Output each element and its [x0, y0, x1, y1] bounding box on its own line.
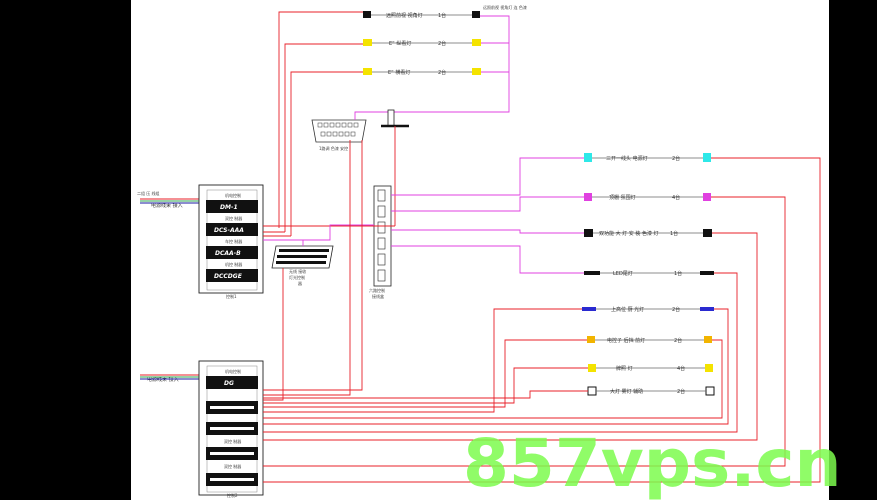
right-lamp-6: 电控子 后挡 前灯 2台	[587, 336, 712, 344]
top-lamp-row-1: 远照前视 视角灯 1台 远照前视 视角灯 连 色漆	[363, 4, 527, 19]
top-lamp-qty: 2台	[438, 69, 446, 76]
lamp-icon	[472, 68, 481, 75]
receiver-label: 无线 接收	[289, 268, 306, 274]
right-lamp-qty: 1台	[674, 270, 682, 277]
lamp-icon	[700, 271, 714, 275]
box1-small-label: 机控 制器	[225, 261, 242, 267]
lamp-icon	[703, 153, 711, 162]
top-lamp-row-2: E“ 纵看灯 2台	[363, 39, 481, 47]
right-lamp-qty: 2台	[677, 388, 685, 395]
top-right-note: 远照前视 视角灯 连 色漆	[483, 4, 527, 10]
right-lamp-label: 牌照 灯	[616, 365, 633, 372]
box1-slot: DCCDGE	[214, 273, 243, 280]
lamp-icon	[582, 307, 596, 311]
junction-strip: 六路控制 接线盒	[369, 185, 392, 299]
lamp-icon	[587, 336, 595, 343]
box2-small-label: 机电控制	[225, 368, 241, 374]
top-lamp-label: E“ 横看灯	[388, 69, 410, 76]
right-lamp-label: 双功能 大 灯 安 装 色漆 灯	[599, 230, 659, 237]
box1-small-label: 车控 制器	[225, 238, 242, 244]
right-lamp-label: 大灯 雾灯 辅助	[610, 388, 643, 395]
right-lamp-8: 大灯 雾灯 辅助 2台	[587, 386, 715, 396]
lamp-icon	[705, 386, 715, 396]
right-lamp-3: 双功能 大 灯 安 装 色漆 灯 1台	[584, 229, 712, 237]
top-lamp-qty: 1台	[438, 12, 446, 19]
strip-label: 六路控制	[369, 287, 385, 293]
top-lamp-qty: 2台	[438, 40, 446, 47]
box1-caption: 控制1	[226, 293, 237, 299]
box2-small-label: 双控 制器	[224, 438, 241, 444]
right-lamp-7: 牌照 灯 4台	[588, 364, 713, 372]
right-lamp-qty: 4台	[677, 365, 685, 372]
box1-slot: DM-1	[220, 204, 238, 211]
right-lamp-label: LED尾灯	[613, 270, 633, 277]
lamp-icon	[584, 153, 592, 162]
lamp-icon	[472, 39, 481, 46]
lamp-icon	[584, 193, 592, 201]
controller-box-2: 机电控制 DG 双控 制器 双控 制器 控制2	[198, 360, 264, 498]
lamp-icon	[704, 336, 712, 343]
lamp-icon	[703, 193, 711, 201]
lamp-icon	[363, 68, 372, 75]
right-lamp-label: 上高位 厨 光灯	[611, 306, 644, 313]
lamp-icon	[584, 271, 600, 275]
receiver-label: 灯光控制	[289, 274, 305, 280]
strip-label: 接线盒	[372, 293, 384, 299]
top-lamp-row-3: E“ 横看灯 2台	[363, 68, 481, 76]
relay-icon	[387, 109, 395, 127]
right-lamp-4: LED尾灯 1台	[584, 270, 714, 277]
top-lamp-label: E“ 纵看灯	[389, 40, 411, 47]
box2-caption: 控制2	[227, 492, 238, 498]
box1-slot: DCS-AAA	[214, 227, 244, 234]
left-input-1: 二组 压 线组 电源线束 接入	[137, 190, 207, 209]
box2-slot: DG	[224, 380, 234, 387]
right-lamp-label: 顶棚 氛围灯	[609, 194, 636, 201]
right-lamp-qty: 2台	[674, 337, 682, 344]
top-lamp-label: 远照前视 视角灯	[386, 12, 423, 19]
right-lamp-2: 顶棚 氛围灯 4台	[584, 193, 711, 201]
lamp-icon	[587, 386, 597, 396]
lamp-icon	[703, 229, 712, 237]
lamp-icon	[363, 11, 371, 18]
lamp-icon	[588, 364, 596, 372]
right-lamp-5: 上高位 厨 光灯 2台	[582, 306, 714, 313]
right-lamp-1: 三开一线头 电源灯 2台	[584, 153, 711, 162]
connector-label: 1路调 色漆 安控	[319, 145, 348, 151]
right-lamp-qty: 2台	[672, 306, 680, 313]
receiver-label: 器	[298, 281, 302, 286]
lamp-icon	[584, 229, 593, 237]
left-input-2: 电源线束 接入	[140, 374, 207, 383]
right-lamp-label: 三开一线头 电源灯	[606, 155, 648, 162]
box1-small-label: 双控 制器	[225, 215, 242, 221]
right-lamp-qty: 4台	[672, 194, 680, 201]
controller-box-1: 机电控制 DM-1 双控 制器 DCS-AAA 车控 制器 DCAA-B 机控 …	[198, 184, 264, 299]
watermark: 857vps.cn	[463, 425, 842, 500]
remote-receiver: 无线 接收 灯光控制 器	[271, 245, 334, 286]
lamp-icon	[705, 364, 713, 372]
box1-slot: DCAA-B	[215, 250, 241, 257]
lamp-icon	[700, 307, 714, 311]
right-lamp-label: 电控子 后挡 前灯	[607, 337, 645, 344]
right-lamp-qty: 2台	[672, 155, 680, 162]
input-label-2: 电源线束 接入	[151, 202, 183, 209]
lamp-icon	[363, 39, 372, 46]
box2-small-label: 双控 制器	[224, 463, 241, 469]
lamp-icon	[472, 11, 480, 18]
obd-connector: 1路调 色漆 安控	[311, 119, 367, 151]
input-label-1: 二组 压 线组	[137, 190, 160, 196]
input-label-3: 电源线束 接入	[147, 376, 179, 383]
right-lamp-qty: 1台	[670, 230, 678, 237]
box1-small-label: 机电控制	[225, 192, 241, 198]
